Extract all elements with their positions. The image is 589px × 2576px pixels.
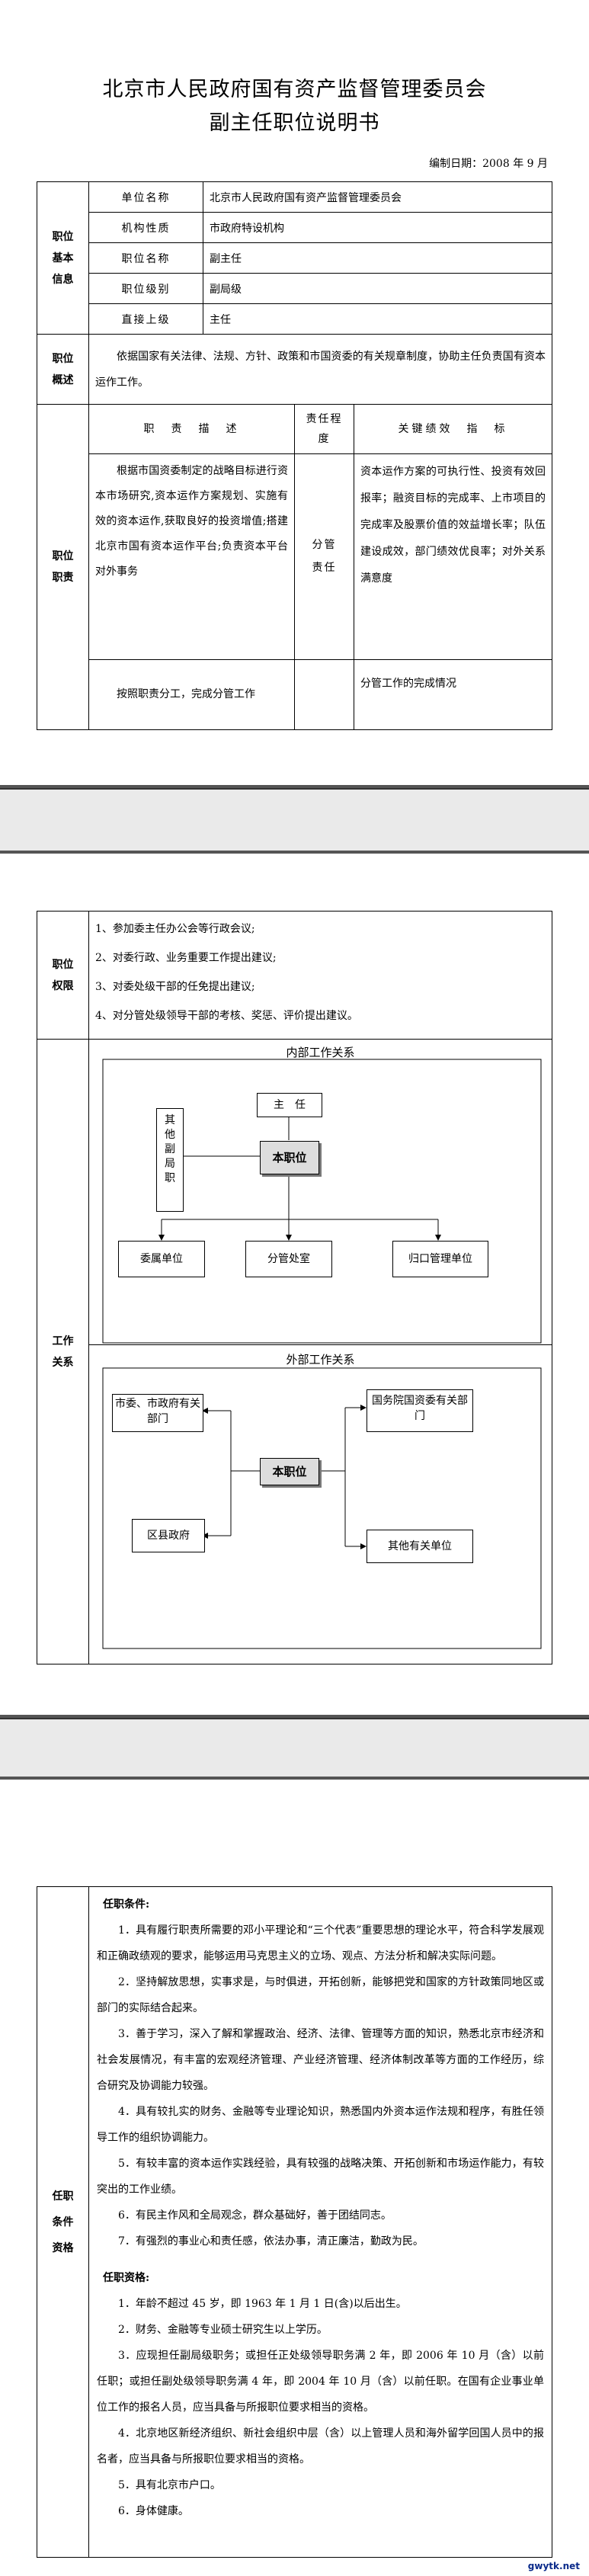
affiliated-units-box: 委属单位 [118,1241,205,1277]
internal-connectors [102,1059,542,1344]
value-unit-name: 北京市人民政府国有资产监督管理委员会 [203,181,552,213]
authority-label: 职位权限 [37,911,89,1040]
authority-item: 4、对分管处级领导干部的考核、奖惩、评价提出建议。 [95,1010,358,1022]
duties-header-degree: 责任程度 [294,405,354,454]
value-position-name: 副主任 [203,242,552,274]
duty-2-kpi: 分管工作的完成情况 [354,658,552,730]
document-title-line2: 副主任职位说明书 [209,111,380,135]
key-org-type: 机构性质 [88,212,203,243]
condition-item: 6．有民主作风和全局观念，群众基础好，善于团结同志。 [118,2209,392,2222]
requirements-heading: 任职资格: [103,2272,150,2284]
duties-table: 职位职责 职 责 描 述 责任程度 关键绩效 指 标 根据市国资委制定的战略目标… [37,405,552,730]
city-departments-box: 市委、市政府有关部门 [112,1394,203,1432]
external-relations-diagram: 外部工作关系 市委、市政府有关部门 本职位 [89,1344,552,1664]
relations-label: 工作关系 [37,1039,89,1664]
qualifications-table: 任职条件资格 任职条件: 1．具有履行职责所需要的邓小平理论和“三个代表”重要思… [37,1886,552,2558]
key-superior: 直接上级 [88,303,203,335]
authority-item: 3、对委处级干部的任免提出建议; [95,981,255,993]
director-box: 主 任 [257,1093,322,1117]
duty-1-desc: 根据市国资委制定的战略目标进行资本市场研究,资本运作方案规划、实施有效的资本运作… [88,453,295,660]
authority-item: 2、对委行政、业务重要工作提出建议; [95,952,277,964]
external-core-box: 本职位 [260,1458,319,1485]
requirement-item: 4．北京地区新经济组织、新社会组织中层（含）以上管理人员和海外留学回国人员中的报… [97,2427,544,2465]
duties-header-kpi: 关键绩效 指 标 [354,405,552,454]
qualifications-content: 任职条件: 1．具有履行职责所需要的邓小平理论和“三个代表”重要思想的理论水平，… [88,1886,552,2558]
requirement-item: 2．财务、金融等专业硕士研究生以上学历。 [118,2324,328,2336]
duty-2-degree [294,658,354,730]
condition-item: 7．有强烈的事业心和责任感，依法办事，清正廉洁，勤政为民。 [118,2235,424,2248]
requirement-item: 6．身体健康。 [118,2505,189,2517]
managed-units-box: 归口管理单位 [392,1241,488,1277]
overview-label: 职位概述 [37,334,89,405]
relations-diagrams: 内部工作关系 主 任 本职位 其他副局职 [88,1039,552,1664]
job-description-table: 职位基本信息 单位名称 北京市人民政府国有资产监督管理委员会 机构性质 市政府特… [37,181,552,405]
condition-item: 5．有较丰富的资本运作实践经验，具有较强的战略决策、开拓创新和市场运作能力，有较… [97,2158,544,2196]
district-govt-box: 区县政府 [132,1519,205,1552]
compile-date: 编制日期：2008 年 9 月 [429,158,548,170]
duty-1-kpi: 资本运作方案的可执行性、投资有效回报率；融资目标的完成率、上市项目的完成率及股票… [354,453,552,660]
basic-info-label: 职位基本信息 [37,181,89,335]
condition-item: 4．具有较扎实的财务、金融等专业理论知识，熟悉国内外资本运作法规和程序，有胜任领… [97,2106,544,2144]
value-superior: 主任 [203,303,552,335]
requirement-item: 1．年龄不超过 45 岁，即 1963 年 1 月 1 日(含)以后出生。 [118,2298,407,2310]
page-separator-1 [0,785,589,854]
qualifications-label: 任职条件资格 [37,1886,89,2558]
document-title-line1: 北京市人民政府国有资产监督管理委员会 [102,78,487,101]
internal-relations-title: 内部工作关系 [286,1046,355,1059]
requirement-item: 3．应现担任副局级职务；或担任正处级领导职务满 2 年，即 2006 年 10 … [97,2350,544,2414]
duties-header-desc: 职 责 描 述 [88,405,295,454]
condition-item: 2．坚持解放思想，实事求是，与时俱进，开拓创新，能够把党和国家的方针政策同地区或… [97,1976,544,2014]
value-position-level: 副局级 [203,273,552,304]
requirement-item: 5．具有北京市户口。 [118,2479,221,2491]
page-2: 职位权限 1、参加委主任办公会等行政会议; 2、对委行政、业务重要工作提出建议;… [37,854,552,1715]
other-units-box: 其他有关单位 [367,1530,473,1563]
duties-label: 职位职责 [37,405,89,730]
overview-text: 依据国家有关法律、法规、方针、政策和市国资委的有关规章制度，协助主任负责国有资本… [88,334,552,405]
key-position-name: 职位名称 [88,242,203,274]
authority-item: 1、参加委主任办公会等行政会议; [95,923,255,935]
condition-item: 1．具有履行职责所需要的邓小平理论和“三个代表”重要思想的理论水平，符合科学发展… [97,1924,544,1962]
external-relations-title: 外部工作关系 [286,1353,355,1366]
key-position-level: 职位级别 [88,273,203,304]
internal-core-box: 本职位 [260,1141,319,1174]
managed-divisions-box: 分管处室 [245,1241,332,1277]
external-connectors [102,1367,542,1649]
internal-relations-diagram: 内部工作关系 主 任 本职位 其他副局职 [89,1040,552,1344]
page-3: 任职条件资格 任职条件: 1．具有履行职责所需要的邓小平理论和“三个代表”重要思… [37,1780,552,2576]
authority-list: 1、参加委主任办公会等行政会议; 2、对委行政、业务重要工作提出建议; 3、对委… [88,911,552,1040]
state-sasac-box: 国务院国资委有关部门 [367,1389,473,1432]
value-org-type: 市政府特设机构 [203,212,552,243]
page-1: 北京市人民政府国有资产监督管理委员会 副主任职位说明书 编制日期：2008 年 … [37,0,552,781]
other-deputy-box: 其他副局职 [156,1108,184,1212]
duty-1-degree: 分管责任 [294,453,354,660]
site-watermark: gwytk.net [527,2561,580,2571]
duty-2-desc: 按照职责分工，完成分管工作 [88,658,295,730]
conditions-heading: 任职条件: [103,1898,150,1911]
authority-relations-table: 职位权限 1、参加委主任办公会等行政会议; 2、对委行政、业务重要工作提出建议;… [37,911,552,1664]
key-unit-name: 单位名称 [88,181,203,213]
condition-item: 3．善于学习，深入了解和掌握政治、经济、法律、管理等方面的知识，熟悉北京市经济和… [97,2028,544,2092]
page-separator-2 [0,1715,589,1780]
